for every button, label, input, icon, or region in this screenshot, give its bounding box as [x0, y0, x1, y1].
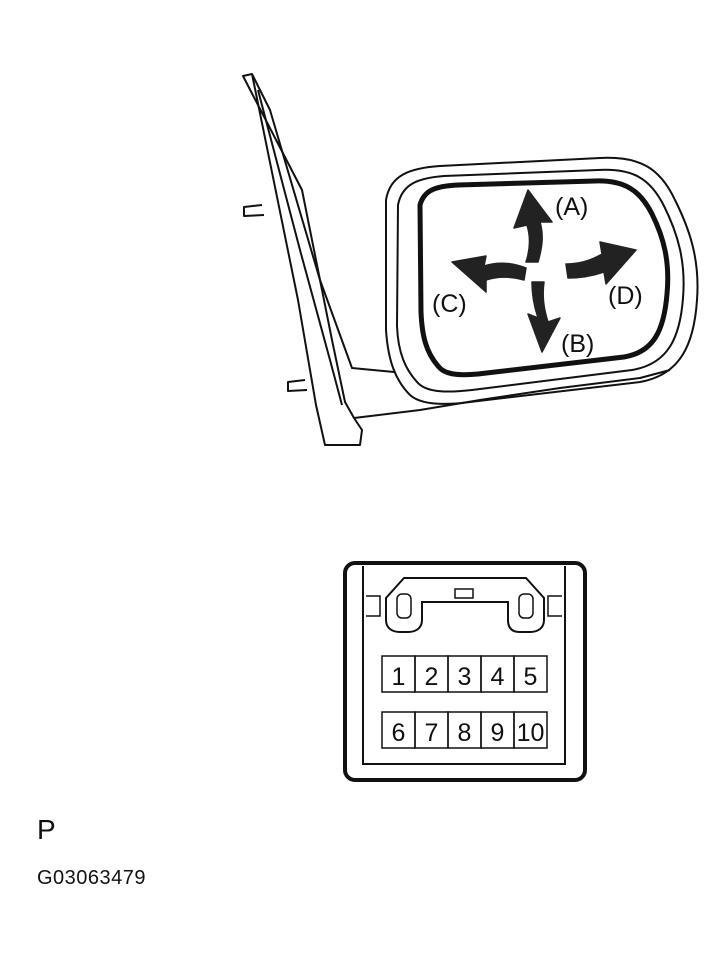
mirror-housing-neck [353, 369, 671, 419]
latch-tab [454, 588, 474, 599]
arrow-up [513, 189, 553, 263]
mirror-housing-inner-rim [396, 168, 685, 393]
mirror-housing [385, 156, 699, 405]
connector-notch-left [366, 595, 381, 617]
direction-label-c: (C) [432, 290, 467, 318]
direction-label-a: (A) [555, 193, 588, 221]
latch-slot-right [518, 593, 534, 619]
pin-number-2: 2 [425, 663, 439, 691]
mirror-glass [417, 178, 671, 378]
pin-number-8: 8 [458, 719, 472, 747]
pin-number-10: 10 [517, 719, 545, 747]
pin-cavity-5 [513, 655, 548, 693]
pin-number-6: 6 [392, 719, 406, 747]
mount-stud-upper [243, 204, 265, 217]
pin-cavity-10 [513, 711, 548, 749]
arrow-right [565, 241, 637, 285]
pin-number-9: 9 [491, 719, 505, 747]
arrow-down [527, 281, 561, 353]
pin-number-7: 7 [425, 719, 439, 747]
pin-number-4: 4 [491, 663, 505, 691]
door-mirror [242, 73, 699, 446]
arrow-left [451, 255, 527, 293]
direction-label-d: (D) [608, 282, 643, 310]
pin-number-3: 3 [458, 663, 472, 691]
connector-inner-wall [362, 566, 566, 765]
mirror-mount-arm-inner [251, 73, 395, 373]
latch-slot-left [396, 593, 412, 619]
pin-number-1: 1 [392, 663, 406, 691]
direction-label-b: (B) [561, 330, 594, 358]
four-way-curved-arrows-icon [451, 189, 637, 353]
mount-stud-lower [287, 379, 308, 392]
mirror-mount-arm [242, 73, 363, 446]
connector-letter: P [37, 814, 56, 845]
connector-lock-latch [385, 577, 545, 633]
connector-notch-right [547, 595, 562, 617]
connector-outer-body [343, 561, 587, 782]
pin-number-5: 5 [524, 663, 538, 691]
figure-id: G03063479 [37, 867, 147, 889]
mirror-mount-arm-edge [257, 89, 343, 406]
